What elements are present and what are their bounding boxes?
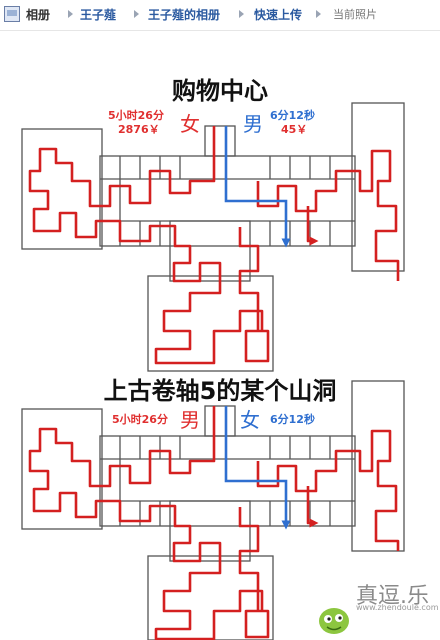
panel-top-male-label: 男 xyxy=(243,112,263,136)
chevron-right-icon xyxy=(239,10,244,18)
breadcrumb: 相册 王子薤 王子薤的相册 快速上传 当前照片 xyxy=(0,0,440,31)
panel-top-female-cost: 2876￥ xyxy=(118,123,160,136)
watermark-site: www.zhendoule.com xyxy=(356,603,439,612)
panel-bottom-female-label: 女 xyxy=(240,408,260,432)
chevron-right-icon xyxy=(316,10,321,18)
album-icon xyxy=(4,6,20,22)
maze-illustration xyxy=(21,102,405,640)
panel-top-female-time: 5小时26分 xyxy=(108,109,164,122)
panel-top-male-time: 6分12秒 xyxy=(270,109,315,122)
floorplan-top xyxy=(21,102,405,372)
maze-path-blue-bottom xyxy=(224,406,291,530)
panel-bottom-male-time: 5小时26分 xyxy=(112,413,168,426)
chevron-right-icon xyxy=(68,10,73,18)
panel-bottom-male-label: 男 xyxy=(180,408,200,432)
panel-top-male-cost: 45￥ xyxy=(281,123,308,136)
breadcrumb-upload[interactable]: 快速上传 xyxy=(254,8,303,22)
panel-bottom-female-time: 6分12秒 xyxy=(270,413,315,426)
panel-bottom-title: 上古卷轴5的某个山洞 xyxy=(103,377,337,405)
breadcrumb-root[interactable]: 相册 xyxy=(26,8,51,22)
floorplan-bottom xyxy=(21,380,405,640)
panel-top-title: 购物中心 xyxy=(172,77,268,105)
maze-path-red-top xyxy=(28,126,400,365)
breadcrumb-user[interactable]: 王子薤 xyxy=(80,8,117,22)
chevron-right-icon xyxy=(134,10,139,18)
breadcrumb-current: 当前照片 xyxy=(333,8,377,21)
panel-top-female-label: 女 xyxy=(180,112,200,136)
watermark-brand: 真逗.乐 xyxy=(356,584,429,609)
maze-path-blue-top xyxy=(224,126,291,248)
watermark-logo xyxy=(319,608,349,634)
maze-path-red-bottom xyxy=(28,406,400,640)
breadcrumb-album[interactable]: 王子薤的相册 xyxy=(148,8,221,22)
current-photo: 购物中心 5小时26分 2876￥ 女 男 6分12秒 45￥ 上古卷轴5的某个… xyxy=(0,31,440,640)
